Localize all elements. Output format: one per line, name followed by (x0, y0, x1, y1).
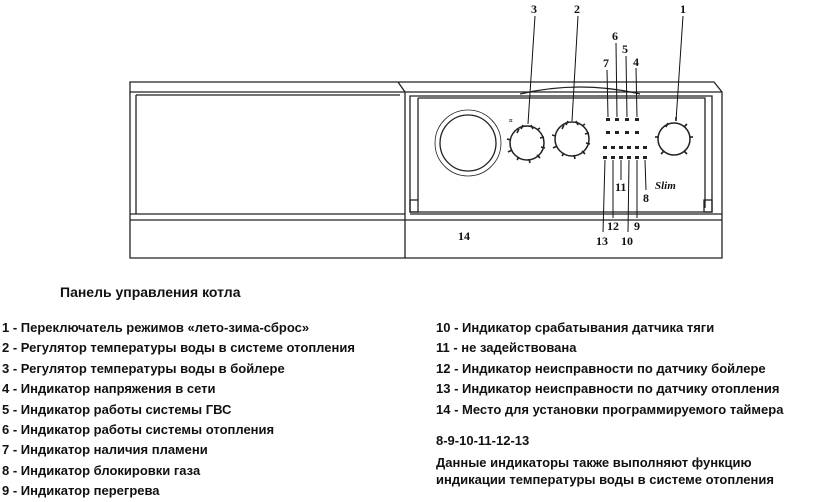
callout-9: 9 (634, 219, 640, 233)
legend-item: 12 - Индикатор неисправности по датчику … (436, 360, 766, 376)
legend-item: 2 - Регулятор температуры воды в системе… (2, 340, 355, 356)
legend-item: 7 - Индикатор наличия пламени (2, 442, 208, 458)
callout-8: 8 (643, 191, 649, 205)
callout-11: 11 (615, 180, 626, 194)
note-text: Данные индикаторы также выполняют функци… (436, 455, 774, 487)
control-panel (398, 81, 723, 259)
svg-text:ㅍ: ㅍ (508, 119, 514, 125)
timer-slot (439, 114, 497, 172)
legend-right-column: 10 - Индикатор срабатывания датчика тяги… (436, 318, 783, 420)
legend-left-column: 1 - Переключатель режимов «лето-зима-сбр… (2, 318, 355, 502)
callout-12: 12 (607, 219, 619, 233)
legend-item: 13 - Индикатор неисправности по датчику … (436, 381, 780, 397)
callout-3: 3 (531, 2, 537, 16)
note-title: 8-9-10-11-12-13 (436, 433, 530, 448)
callout-4: 4 (633, 55, 639, 69)
leader-lines (527, 15, 684, 233)
legend-item: 3 - Регулятор температуры воды в бойлере (2, 360, 285, 376)
callout-10: 10 (621, 234, 633, 248)
legend-item: 14 - Место для установки программируемог… (436, 401, 784, 417)
legend-item: 1 - Переключатель режимов «лето-зима-сбр… (2, 320, 310, 335)
callout-5: 5 (622, 42, 628, 56)
legend-item: 8 - Индикатор блокировки газа (2, 462, 201, 478)
callout-13: 13 (596, 234, 608, 248)
left-cover-panel (129, 81, 406, 259)
boiler-panel-diagram: ㅍ Slim (129, 2, 723, 259)
callout-14: 14 (458, 229, 470, 243)
legend-item: 5 - Индикатор работы системы ГВС (2, 401, 232, 417)
legend-item: 10 - Индикатор срабатывания датчика тяги (436, 320, 715, 335)
legend-item: 11 - не задействована (436, 340, 577, 356)
callout-6: 6 (612, 29, 618, 43)
heating-temp-knob (551, 120, 591, 160)
mode-switch-knob (655, 117, 693, 156)
legend-item: 9 - Индикатор перегрева (2, 483, 160, 499)
boiler-temp-knob: ㅍ (506, 119, 546, 164)
legend-item: 4 - Индикатор напряжения в сети (2, 381, 216, 397)
indicator-leds (603, 118, 647, 159)
legend-item: 6 - Индикатор работы системы отопления (2, 422, 275, 438)
diagram-caption: Панель управления котла (60, 284, 241, 300)
callout-numbers: 3 2 1 6 5 4 7 11 8 12 9 13 10 14 (458, 2, 686, 248)
callout-2: 2 (574, 2, 580, 16)
callout-7: 7 (603, 56, 609, 70)
callout-1: 1 (680, 2, 686, 16)
brand-logo: Slim (655, 180, 676, 192)
